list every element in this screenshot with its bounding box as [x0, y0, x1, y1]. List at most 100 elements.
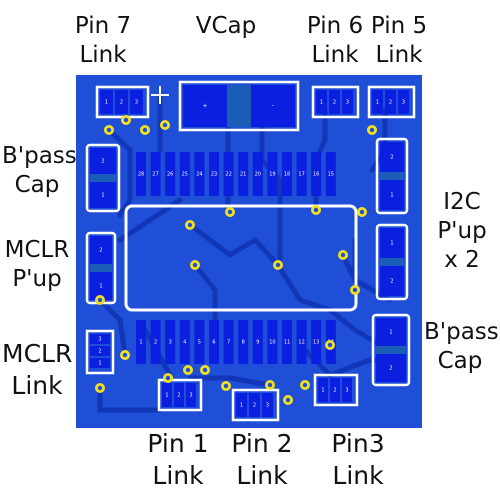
label-mclr-pup: MCLR P'up [2, 236, 72, 294]
mclr-link-pad-label: 2 [98, 349, 101, 355]
pin7-link-pad [130, 90, 143, 114]
ic-pad [311, 320, 322, 364]
label-pin6-link: Pin 6 Link [302, 12, 368, 70]
pin2-link-pad [236, 393, 247, 417]
bpass-left-body [90, 174, 116, 182]
pin1-link-pad [174, 383, 184, 407]
bpass-left-pad [90, 182, 116, 208]
via-hole [285, 397, 291, 403]
pin1-link-pad [186, 383, 196, 407]
pin7-link-pad-label: 3 [135, 100, 138, 106]
pin5-link-pad [385, 90, 396, 114]
i2c-upper-outline [375, 137, 409, 215]
label-text: P'up [12, 266, 62, 292]
pin3-link-pad [318, 378, 328, 402]
pin7-link-pad-label: 1 [105, 100, 108, 106]
pin1-link-pad-label: 3 [189, 393, 192, 399]
ic-pad-label: 7 [227, 340, 230, 346]
vcap-pad-label: - [272, 103, 274, 110]
mclr-pup-pad-label: 1 [99, 284, 102, 290]
ic-pad-label: 9 [256, 340, 259, 346]
label-text: Pin 1 [147, 429, 209, 458]
label-text: Link [152, 461, 204, 490]
pin5-link-pad-label: 2 [389, 100, 392, 106]
mclr-link-pad [90, 334, 110, 344]
pin3-link-pad-label: 1 [321, 388, 324, 394]
ic-pad [296, 320, 307, 364]
ic-pad-label: 27 [152, 172, 158, 178]
pin5-link-pad [398, 90, 409, 114]
ic-pad [136, 320, 146, 364]
mclr-pup-body [90, 264, 112, 272]
mclr-pup-pad-label: 2 [99, 248, 102, 254]
ic-pad-label: 12 [298, 340, 304, 346]
via-hole [327, 342, 333, 348]
label-pin5-link: Pin 5 Link [366, 12, 432, 70]
ic-pad-label: 17 [298, 172, 304, 178]
ic-pad-label: 18 [284, 172, 290, 178]
pin7-link-pad-label: 2 [120, 100, 123, 106]
pin3-link-pad-label: 3 [345, 388, 348, 394]
label-text: I2C [443, 189, 481, 215]
ic-pad-label: 19 [269, 172, 275, 178]
label-text: Link [11, 371, 63, 400]
ic-pad-label: 23 [211, 172, 217, 178]
ic-pad-label: 21 [240, 172, 246, 178]
pin6-link-pad [316, 90, 327, 114]
bpass-right-outline [371, 313, 411, 387]
pin3-link-pad-label: 2 [333, 388, 336, 394]
ic-pad [194, 152, 205, 196]
ic-pad-label: 10 [269, 340, 275, 346]
pin6-link-pad-label: 3 [346, 100, 349, 106]
via-hole [165, 375, 171, 381]
ic-pad [325, 152, 336, 196]
via-hole [142, 127, 148, 133]
label-bpass-cap-left: B'pass Cap [2, 142, 77, 200]
label-text: Pin 5 [370, 13, 428, 39]
i2c-lower-pad-label: 2 [390, 279, 393, 285]
bpass-left-pad-label: 2 [101, 159, 104, 165]
label-text: P'up [437, 218, 487, 244]
label-vcap: VCap [190, 12, 262, 41]
ic-pad [179, 152, 190, 196]
ic-pad [282, 152, 292, 196]
ic-pad-label: 26 [167, 172, 173, 178]
bpass-right-pad-label: 2 [389, 366, 392, 372]
label-text: B'pass [424, 319, 499, 345]
label-text: Pin 2 [231, 429, 293, 458]
pin2-link-pad [249, 393, 260, 417]
vcap-outline [178, 80, 300, 132]
via-hole [97, 297, 103, 303]
i2c-lower-pad [380, 228, 404, 258]
ic-pad [238, 320, 249, 364]
ic-pad [252, 320, 263, 364]
pin6-link-pad-label: 2 [333, 100, 336, 106]
via-group [95, 115, 377, 405]
label-text: Link [236, 461, 288, 490]
pin6-link-outline [311, 85, 360, 119]
pin5-link-pad-label: 1 [376, 100, 379, 106]
ic-pad [150, 152, 161, 196]
label-text: Cap [437, 348, 483, 374]
mclr-link-pad [90, 358, 110, 368]
via-hole [227, 209, 233, 215]
ic-pad [194, 320, 205, 364]
ic-pad [223, 320, 234, 364]
vcap-pad-label: + [202, 103, 207, 110]
pin6-link-pad-label: 1 [320, 100, 323, 106]
ic-pad-label: 28 [138, 172, 144, 178]
via-hole [187, 222, 193, 228]
label-text: x 2 [444, 247, 480, 273]
label-text: Pin3 [331, 429, 385, 458]
pin3-link-outline [313, 373, 359, 407]
i2c-upper-pad [380, 142, 404, 172]
ic-pad [223, 152, 234, 196]
ic-pad [165, 152, 176, 196]
pin1-link-pad-label: 2 [177, 393, 180, 399]
ic-pad [209, 320, 219, 364]
pin2-link-pad-label: 2 [253, 403, 256, 409]
ic-pad [238, 152, 249, 196]
label-text: MCLR [4, 237, 70, 263]
mclr-pup-pad [90, 272, 112, 300]
ic-pad-label: 1 [139, 340, 142, 346]
